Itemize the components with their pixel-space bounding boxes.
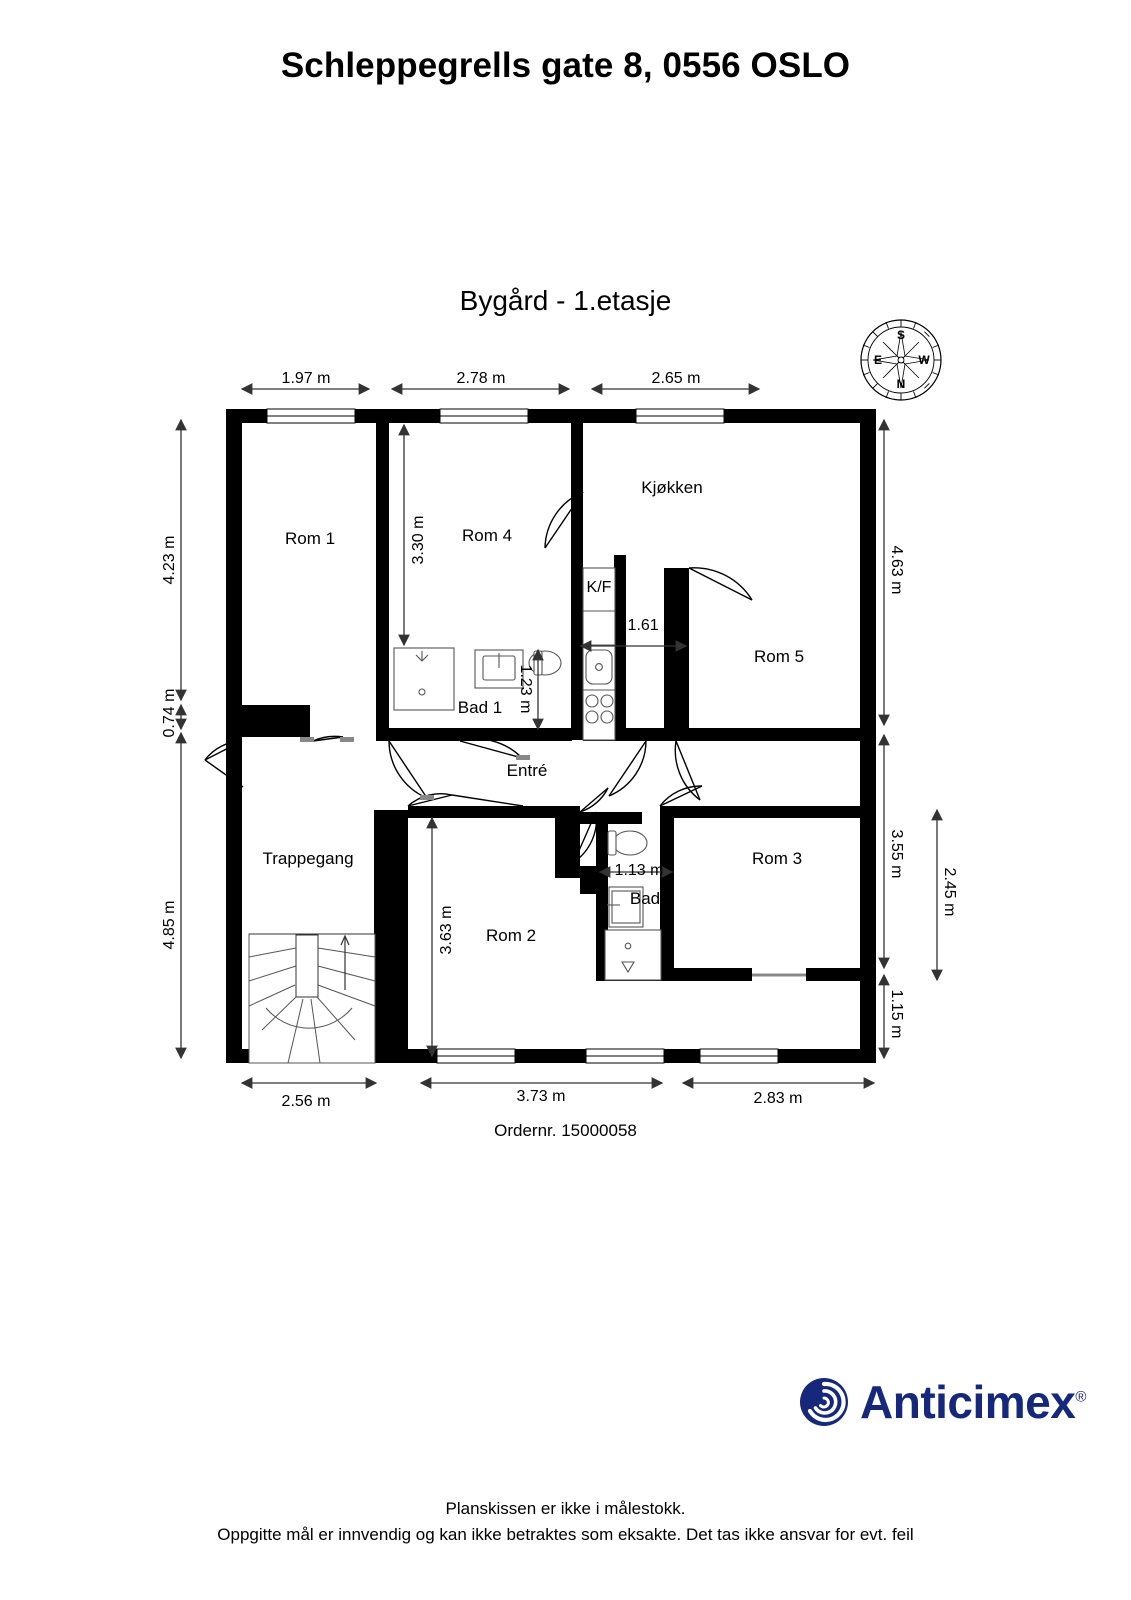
- compass-rose-icon: S N E W: [860, 319, 942, 401]
- floor-plan-drawing: Rom 1 Rom 4 Kjøkken K/F Rom 5 Bad 1 Entr…: [161, 370, 958, 1110]
- room-label-kf: K/F: [586, 579, 612, 596]
- room-label-entre: Entré: [506, 761, 548, 780]
- dim-interior-161: 1.61 m: [627, 617, 677, 634]
- doors: [204, 491, 753, 863]
- dim-top-1: 1.97 m: [281, 370, 331, 387]
- bad-lower-fixtures: [604, 830, 662, 981]
- dim-left-2: 0.74 m: [161, 688, 178, 738]
- order-number: Ordernr. 15000058: [494, 1121, 637, 1140]
- room-label-rom2: Rom 2: [485, 926, 537, 945]
- compass-label-left: E: [874, 353, 882, 367]
- floor-subtitle: Bygård - 1.etasje: [459, 285, 672, 316]
- compass-label-right: W: [918, 353, 930, 367]
- room-label-bad1: Bad 1: [457, 698, 503, 717]
- room-label-bad: Bad: [629, 889, 661, 908]
- staircase: [248, 933, 376, 1064]
- anticimex-wordmark: Anticimex®: [860, 1379, 1086, 1425]
- dim-bottom-2: 3.73 m: [516, 1088, 566, 1105]
- footer-line-1: Planskissen er ikke i målestokk.: [445, 1499, 686, 1518]
- dim-interior-123: 1.23 m: [517, 664, 534, 714]
- dim-left-1: 4.23 m: [161, 535, 178, 585]
- compass-label-top: S: [897, 328, 905, 342]
- room-label-rom1: Rom 1: [284, 529, 336, 548]
- room-label-rom4: Rom 4: [461, 526, 513, 545]
- compass-label-bottom: N: [897, 377, 906, 391]
- page-title: Schleppegrells gate 8, 0556 OSLO: [280, 46, 851, 85]
- room-label-trappegang: Trappegang: [262, 849, 354, 868]
- room-label-rom5: Rom 5: [753, 647, 805, 666]
- disclaimer-footer: Planskissen er ikke i målestokk. Oppgitt…: [0, 1496, 1131, 1547]
- room-label-kjokken: Kjøkken: [641, 478, 703, 497]
- logo-text: Anticimex: [860, 1376, 1076, 1428]
- registered-mark: ®: [1075, 1388, 1086, 1406]
- dim-left-3: 4.85 m: [161, 900, 178, 950]
- dim-interior-330: 3.30 m: [410, 515, 427, 565]
- footer-line-2: Oppgitte mål er innvendig og kan ikke be…: [217, 1524, 914, 1544]
- anticimex-spiral-icon: [800, 1378, 848, 1426]
- dim-right-2: 3.55 m: [888, 829, 905, 879]
- kitchen-fixtures: [582, 567, 616, 741]
- dim-bottom-3: 2.83 m: [753, 1090, 803, 1107]
- dim-right-3: 1.15 m: [888, 989, 905, 1039]
- anticimex-logo: Anticimex®: [798, 1376, 1086, 1428]
- door-frames: [300, 737, 530, 800]
- dim-right-outer-1: 2.45 m: [941, 867, 958, 917]
- dim-interior-113: 1.13 m: [614, 862, 664, 879]
- dim-bottom-1: 2.56 m: [281, 1093, 331, 1110]
- dim-interior-363: 3.63 m: [438, 905, 455, 955]
- room-label-rom3: Rom 3: [751, 849, 803, 868]
- dim-top-2: 2.78 m: [456, 370, 506, 387]
- dim-top-3: 2.65 m: [651, 370, 701, 387]
- walls: [226, 409, 876, 1063]
- dimension-lines: [175, 383, 943, 1089]
- dim-right-1: 4.63 m: [888, 545, 905, 595]
